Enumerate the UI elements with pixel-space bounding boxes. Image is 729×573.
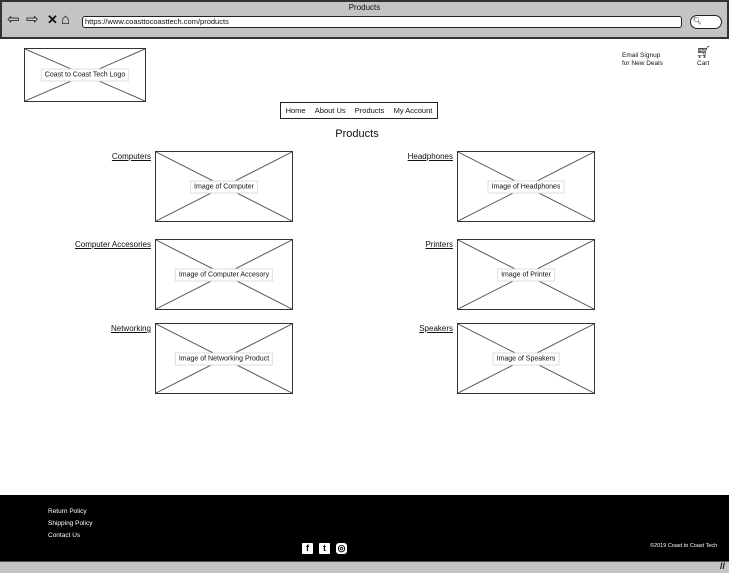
instagram-icon[interactable]: ◎: [336, 543, 347, 554]
category-image[interactable]: Image of Speakers: [457, 323, 595, 394]
page-title: Products: [335, 128, 379, 140]
category-link[interactable]: Networking: [110, 324, 151, 333]
image-caption: Image of Headphones: [487, 180, 565, 193]
footer: [0, 495, 729, 561]
category-image[interactable]: Image of Computer Accesory: [155, 239, 293, 310]
category-link[interactable]: Computer Accesories: [74, 240, 151, 249]
resize-handle-icon[interactable]: //: [719, 561, 725, 571]
close-icon[interactable]: ✕: [47, 12, 58, 27]
footer-return-policy[interactable]: Return Policy: [48, 508, 87, 515]
category-image[interactable]: Image of Networking Product: [155, 323, 293, 394]
copyright: ©2019 Coast to Coast Tech: [650, 543, 718, 549]
category-link[interactable]: Speakers: [419, 324, 453, 333]
footer-contact-us[interactable]: Contact Us: [48, 532, 81, 539]
twitter-icon[interactable]: t: [319, 543, 330, 554]
nav-home[interactable]: Home: [285, 106, 306, 115]
image-caption: Image of Computer: [190, 180, 258, 193]
home-icon[interactable]: ⌂: [61, 11, 71, 28]
nav-about-us[interactable]: About Us: [314, 106, 346, 115]
category-link[interactable]: Computers: [111, 152, 151, 161]
facebook-icon[interactable]: f: [302, 543, 313, 554]
url-input[interactable]: https://www.coasttocoasttech.com/product…: [82, 16, 682, 28]
cart-label[interactable]: Cart: [697, 60, 710, 67]
forward-icon[interactable]: ⇨: [26, 11, 39, 28]
nav-my-account[interactable]: My Account: [393, 106, 433, 115]
category-link[interactable]: Printers: [425, 240, 453, 249]
logo-text: Coast to Coast Tech Logo: [40, 68, 130, 82]
nav-products[interactable]: Products: [354, 106, 385, 115]
category-image[interactable]: Image of Printer: [457, 239, 595, 310]
cart-icon[interactable]: 🛒︎: [696, 45, 712, 59]
image-caption: Image of Networking Product: [174, 352, 274, 365]
category-link[interactable]: Headphones: [407, 152, 453, 161]
category-image[interactable]: Image of Computer: [155, 151, 293, 222]
email-signup-link[interactable]: Email Signup for New Deals: [622, 52, 663, 67]
window-title: Products: [348, 3, 381, 12]
back-icon[interactable]: ⇦: [7, 11, 20, 28]
search-icon: 🔍︎: [693, 18, 702, 25]
main-nav: Home About Us Products My Account: [280, 102, 438, 119]
footer-shipping-policy[interactable]: Shipping Policy: [48, 520, 93, 527]
image-caption: Image of Printer: [497, 268, 555, 281]
logo-placeholder[interactable]: Coast to Coast Tech Logo: [24, 48, 146, 102]
search-input[interactable]: 🔍︎: [690, 15, 722, 29]
status-bar: //: [0, 561, 729, 573]
image-caption: Image of Speakers: [492, 352, 560, 365]
image-caption: Image of Computer Accesory: [174, 268, 274, 281]
category-image[interactable]: Image of Headphones: [457, 151, 595, 222]
